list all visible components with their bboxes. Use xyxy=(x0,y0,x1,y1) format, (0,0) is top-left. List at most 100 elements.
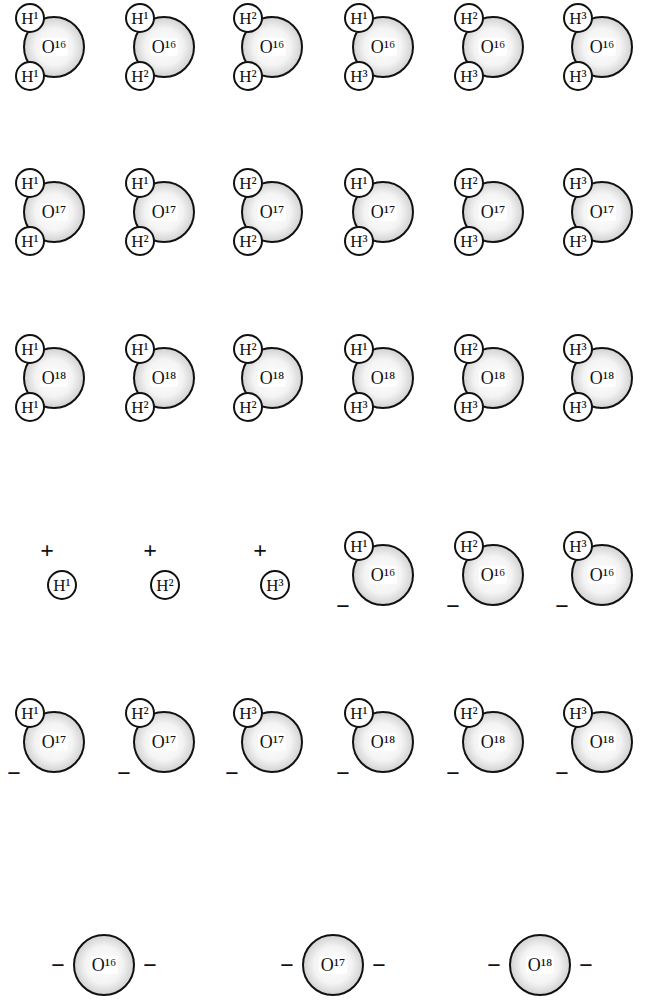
atom-label: H³ xyxy=(350,399,367,416)
hydrogen-atom: H² xyxy=(454,698,484,728)
hydrogen-atom: H² xyxy=(125,61,155,91)
atom-label: H¹ xyxy=(21,68,38,85)
atom-label: H³ xyxy=(569,341,586,358)
hydrogen-atom: H³ xyxy=(260,570,290,600)
hydrogen-atom: H³ xyxy=(563,61,593,91)
atom-label: O¹⁸ xyxy=(258,369,287,387)
atom-label: O¹⁷ xyxy=(479,203,508,221)
atom-label: H² xyxy=(239,68,256,85)
hydrogen-atom: H² xyxy=(454,531,484,561)
atom-label: H¹ xyxy=(350,10,367,27)
atom-label: H³ xyxy=(569,399,586,416)
atom-label: O¹⁸ xyxy=(369,733,398,751)
charge-sign: − xyxy=(372,953,386,977)
hydrogen-atom: H² xyxy=(454,334,484,364)
hydrogen-atom: H¹ xyxy=(125,168,155,198)
atom-label: H³ xyxy=(569,705,586,722)
hydrogen-atom: H² xyxy=(233,61,263,91)
atom-label: H¹ xyxy=(21,10,38,27)
atom-label: H² xyxy=(239,399,256,416)
atom-label: O¹⁸ xyxy=(479,733,508,751)
atom-label: O¹⁶ xyxy=(258,38,287,56)
atom-label: H² xyxy=(131,705,148,722)
hydrogen-atom: H¹ xyxy=(125,3,155,33)
atom-label: O¹⁷ xyxy=(40,733,69,751)
atom-label: O¹⁷ xyxy=(258,203,287,221)
atom-label: H³ xyxy=(350,68,367,85)
atom-label: H¹ xyxy=(131,175,148,192)
hydrogen-atom: H³ xyxy=(563,226,593,256)
atom-label: O¹⁷ xyxy=(40,203,69,221)
hydrogen-atom: H³ xyxy=(454,226,484,256)
hydrogen-atom: H³ xyxy=(344,392,374,422)
atom-label: H³ xyxy=(460,233,477,250)
atom-label: O¹⁸ xyxy=(588,369,617,387)
atom-label: H³ xyxy=(569,233,586,250)
charge-sign: + xyxy=(143,538,157,562)
hydrogen-atom: H³ xyxy=(563,3,593,33)
atom-label: H² xyxy=(239,341,256,358)
charge-sign: − xyxy=(225,761,239,785)
hydrogen-atom: H¹ xyxy=(15,3,45,33)
atom-label: H² xyxy=(239,175,256,192)
atom-label: O¹⁸ xyxy=(588,733,617,751)
atom-label: H¹ xyxy=(350,538,367,555)
atom-label: O¹⁸ xyxy=(369,369,398,387)
atom-label: O¹⁶ xyxy=(90,956,119,974)
charge-sign: − xyxy=(7,761,21,785)
atom-label: O¹⁶ xyxy=(588,566,617,584)
charge-sign: + xyxy=(253,538,267,562)
charge-sign: − xyxy=(446,761,460,785)
atom-label: O¹⁷ xyxy=(150,733,179,751)
atom-label: O¹⁶ xyxy=(369,38,398,56)
hydrogen-atom: H¹ xyxy=(15,698,45,728)
hydrogen-atom: H² xyxy=(233,226,263,256)
hydrogen-atom: H¹ xyxy=(15,61,45,91)
atom-label: H² xyxy=(460,538,477,555)
atom-label: H³ xyxy=(569,10,586,27)
atom-label: O¹⁸ xyxy=(479,369,508,387)
atom-label: H³ xyxy=(569,538,586,555)
hydrogen-atom: H³ xyxy=(233,698,263,728)
hydrogen-atom: H² xyxy=(233,3,263,33)
atom-label: O¹⁷ xyxy=(369,203,398,221)
atom-label: H² xyxy=(460,705,477,722)
hydrogen-atom: H¹ xyxy=(15,334,45,364)
hydrogen-atom: H¹ xyxy=(344,3,374,33)
hydrogen-atom: H³ xyxy=(563,168,593,198)
atom-label: H¹ xyxy=(21,705,38,722)
hydrogen-atom: H³ xyxy=(344,226,374,256)
atom-label: H² xyxy=(460,10,477,27)
atom-label: H² xyxy=(460,341,477,358)
hydrogen-atom: H³ xyxy=(563,392,593,422)
hydrogen-atom: H² xyxy=(150,570,180,600)
atom-label: O¹⁸ xyxy=(40,369,69,387)
atom-label: H³ xyxy=(460,399,477,416)
atom-label: O¹⁷ xyxy=(319,956,348,974)
hydrogen-atom: H² xyxy=(233,392,263,422)
hydrogen-atom: H³ xyxy=(344,61,374,91)
charge-sign: − xyxy=(336,761,350,785)
hydrogen-atom: H¹ xyxy=(344,698,374,728)
hydrogen-atom: H³ xyxy=(563,334,593,364)
hydrogen-atom: H² xyxy=(454,3,484,33)
charge-sign: − xyxy=(555,761,569,785)
hydrogen-atom: H¹ xyxy=(125,334,155,364)
hydrogen-atom: H¹ xyxy=(15,226,45,256)
atom-label: H² xyxy=(131,399,148,416)
charge-sign: − xyxy=(336,594,350,618)
oxygen-atom: O¹⁶ xyxy=(73,934,135,996)
hydrogen-atom: H³ xyxy=(454,392,484,422)
hydrogen-atom: H³ xyxy=(454,61,484,91)
hydrogen-atom: H¹ xyxy=(15,392,45,422)
hydrogen-atom: H³ xyxy=(563,698,593,728)
charge-sign: − xyxy=(117,761,131,785)
atom-label: O¹⁷ xyxy=(150,203,179,221)
atom-label: H¹ xyxy=(21,175,38,192)
hydrogen-atom: H² xyxy=(454,168,484,198)
oxygen-atom: O¹⁷ xyxy=(302,934,364,996)
atom-label: O¹⁶ xyxy=(40,38,69,56)
atom-label: H¹ xyxy=(21,233,38,250)
hydrogen-atom: H¹ xyxy=(344,168,374,198)
atom-label: H¹ xyxy=(21,399,38,416)
